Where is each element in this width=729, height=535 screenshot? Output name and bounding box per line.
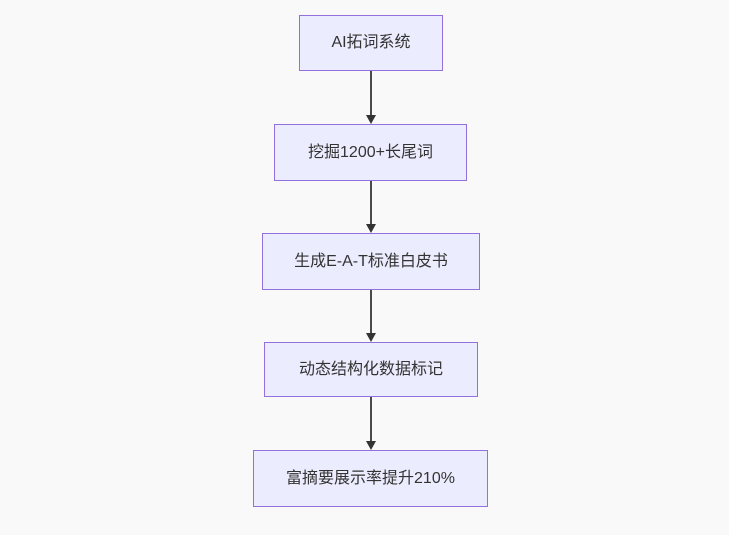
arrow-head-icon — [366, 115, 376, 124]
node-label: AI拓词系统 — [331, 34, 411, 52]
arrow-head-icon — [366, 333, 376, 342]
flowchart-node-eat-whitepaper: 生成E-A-T标准白皮书 — [262, 233, 480, 290]
flowchart-node-longtail-keywords: 挖掘1200+长尾词 — [274, 124, 467, 181]
node-label: 动态结构化数据标记 — [298, 360, 443, 378]
flowchart-arrow-2 — [366, 181, 376, 233]
flowchart-node-structured-data: 动态结构化数据标记 — [264, 342, 478, 397]
node-label: 生成E-A-T标准白皮书 — [294, 252, 448, 270]
flowchart-arrow-4 — [366, 397, 376, 450]
arrow-line — [370, 290, 372, 333]
flowchart-arrow-3 — [366, 290, 376, 342]
flowchart-node-ai-system: AI拓词系统 — [299, 15, 443, 71]
flowchart-arrow-1 — [366, 71, 376, 124]
arrow-head-icon — [366, 224, 376, 233]
arrow-line — [370, 181, 372, 224]
flowchart-node-rich-snippet-result: 富摘要展示率提升210% — [253, 450, 488, 507]
arrow-head-icon — [366, 441, 376, 450]
arrow-line — [370, 397, 372, 441]
arrow-line — [370, 71, 372, 115]
node-label: 挖掘1200+长尾词 — [308, 143, 433, 161]
node-label: 富摘要展示率提升210% — [286, 469, 455, 487]
